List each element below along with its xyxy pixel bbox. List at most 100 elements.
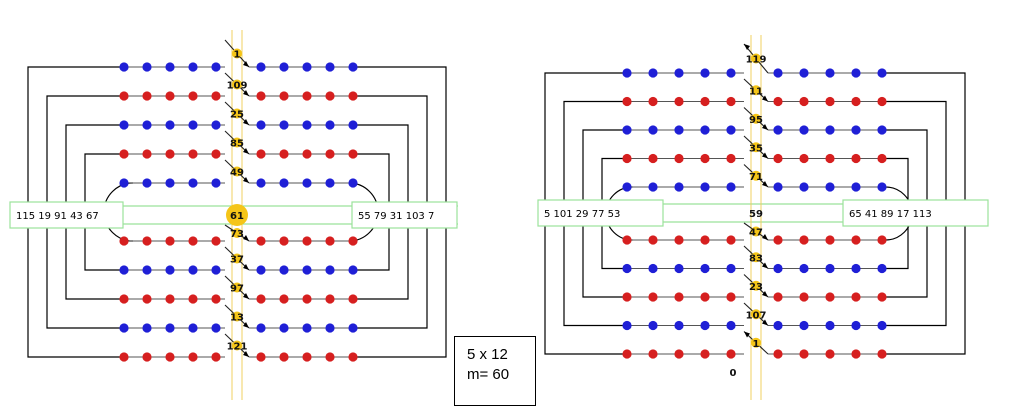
node-dot [325, 178, 335, 188]
node-dot [325, 149, 335, 159]
arrow-head [762, 234, 768, 240]
node-dot [165, 236, 175, 246]
node-dot [825, 125, 835, 135]
arrow-head [762, 95, 768, 102]
node-dot [119, 352, 129, 362]
node-dot [348, 91, 358, 101]
node-dot [165, 120, 175, 130]
node-dot [348, 120, 358, 130]
node-dot [877, 235, 887, 245]
node-dot [302, 323, 312, 333]
node-dot [142, 236, 152, 246]
node-dot [348, 323, 358, 333]
node-dot [302, 236, 312, 246]
arrow-head [762, 152, 768, 159]
connector-label: 35 [749, 143, 763, 154]
node-dot [211, 149, 221, 159]
node-dot [851, 235, 861, 245]
node-dot [648, 263, 658, 274]
node-dot [325, 352, 335, 362]
node-dot [325, 120, 335, 130]
node-dot [799, 320, 809, 331]
node-dot [211, 91, 221, 101]
node-dot [279, 91, 289, 101]
node-dot [119, 294, 129, 304]
node-dot [348, 149, 358, 159]
node-dot [799, 68, 809, 78]
node-dot [799, 153, 809, 164]
center-label: 59 [749, 209, 763, 220]
gold-marker [232, 137, 242, 148]
connector-label: 23 [749, 282, 763, 293]
arrow-head [762, 124, 768, 130]
node-dot [851, 349, 861, 359]
connector-label: 71 [749, 172, 763, 183]
arrow-head [762, 262, 768, 269]
node-dot [256, 323, 266, 333]
node-dot [851, 96, 861, 107]
node-dot [877, 153, 887, 164]
node-dot [165, 294, 175, 304]
node-dot [165, 62, 175, 72]
gold-marker [751, 85, 761, 96]
node-dot [188, 323, 198, 333]
node-dot [799, 263, 809, 274]
node-dot [674, 349, 684, 359]
node-dot [825, 320, 835, 331]
arrow-head [762, 291, 768, 297]
gold-marker [751, 53, 761, 64]
connector-label: 1 [234, 50, 241, 61]
node-dot [825, 182, 835, 192]
node-dot [188, 120, 198, 130]
node-dot [674, 182, 684, 192]
connector-label: 107 [746, 310, 767, 321]
node-dot [302, 265, 312, 275]
connector-label: 119 [746, 55, 767, 66]
node-dot [622, 68, 632, 78]
arrow-head [243, 322, 249, 328]
node-dot [142, 352, 152, 362]
node-dot [773, 292, 783, 302]
node-dot [622, 349, 632, 359]
node-dot [877, 68, 887, 78]
node-dot [700, 96, 710, 107]
node-dot [773, 125, 783, 135]
node-dot [877, 320, 887, 331]
gold-marker [232, 253, 242, 264]
node-dot [211, 352, 221, 362]
node-dot [348, 352, 358, 362]
right-box-text: 55 79 31 103 7 [358, 211, 434, 222]
node-dot [825, 153, 835, 164]
node-dot [211, 294, 221, 304]
node-dot [825, 349, 835, 359]
node-dot [142, 62, 152, 72]
node-dot [325, 294, 335, 304]
arrow-head [762, 319, 768, 326]
node-dot [648, 182, 658, 192]
node-dot [799, 349, 809, 359]
node-dot [799, 182, 809, 192]
node-dot [256, 62, 266, 72]
node-dot [165, 91, 175, 101]
connector-label: 37 [230, 255, 244, 266]
node-dot [302, 149, 312, 159]
node-dot [726, 320, 736, 331]
node-dot [851, 182, 861, 192]
node-dot [142, 265, 152, 275]
right-box-text: 65 41 89 17 113 [849, 209, 932, 220]
node-dot [622, 320, 632, 331]
node-dot [700, 125, 710, 135]
node-dot [726, 68, 736, 78]
arrow-head [744, 44, 750, 50]
node-dot [773, 68, 783, 78]
connector-label: 73 [230, 229, 244, 240]
node-dot [877, 292, 887, 302]
connector-label: 109 [227, 81, 248, 92]
node-dot [279, 236, 289, 246]
node-dot [211, 323, 221, 333]
node-dot [799, 125, 809, 135]
node-dot [700, 68, 710, 78]
node-dot [142, 91, 152, 101]
connector-label: 85 [230, 139, 244, 150]
